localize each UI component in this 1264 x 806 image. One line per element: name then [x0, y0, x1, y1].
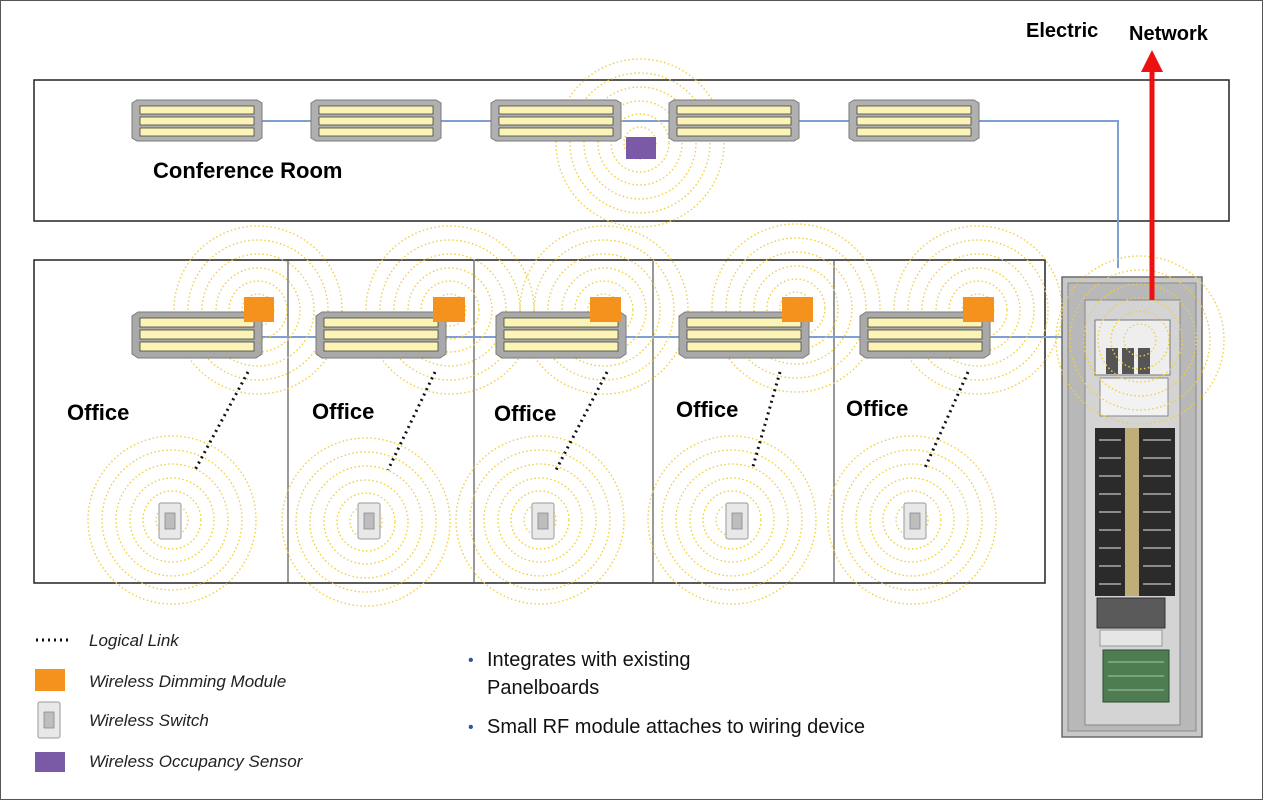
occupancy-sensor	[626, 137, 656, 159]
legend-label: Wireless Occupancy Sensor	[89, 752, 304, 771]
purple-square-icon	[35, 752, 65, 772]
light-fixture	[315, 311, 447, 359]
dimming-module	[244, 297, 274, 322]
conference-wire	[262, 120, 1119, 268]
office-label: Office	[494, 401, 556, 426]
light-fixture	[848, 99, 980, 142]
legend-label: Wireless Switch	[89, 711, 209, 730]
logical-link	[193, 371, 250, 471]
light-fixture	[131, 311, 263, 359]
electric-network-arrow	[1141, 50, 1163, 300]
wireless-switch-icon	[158, 502, 182, 540]
office-label: Office	[676, 397, 738, 422]
dimming-module	[963, 297, 994, 322]
network-label: Network	[1129, 23, 1209, 45]
bullet-text: Panelboards	[487, 677, 599, 699]
bullet-text: Integrates with existing	[487, 649, 690, 671]
logical-link	[386, 371, 437, 471]
legend: Logical Link Wireless Dimming Module Wir…	[35, 631, 304, 772]
office-label: Office	[312, 399, 374, 424]
logical-link	[554, 371, 609, 471]
light-fixture	[490, 99, 622, 142]
office-label: Office	[846, 396, 908, 421]
legend-label: Logical Link	[89, 631, 180, 650]
wireless-switch-icon	[531, 502, 555, 540]
light-fixture	[131, 99, 263, 142]
panelboard	[1061, 276, 1203, 738]
wireless-switch-icon	[903, 502, 927, 540]
office-label: Office	[67, 400, 129, 425]
logical-link	[750, 371, 782, 471]
orange-square-icon	[35, 669, 65, 691]
light-fixture	[310, 99, 442, 142]
legend-label: Wireless Dimming Module	[89, 672, 286, 691]
bullet-dot-icon: •	[468, 719, 474, 736]
conference-room-box	[33, 79, 1230, 222]
bullet-text: Small RF module attaches to wiring devic…	[487, 716, 865, 738]
logical-link	[922, 371, 970, 471]
dimming-module	[590, 297, 621, 322]
dimming-module	[782, 297, 813, 322]
dimming-module	[433, 297, 465, 322]
electric-label: Electric	[1026, 20, 1098, 42]
bullet-dot-icon: •	[468, 652, 474, 669]
switch-icon	[37, 701, 61, 739]
light-fixture	[668, 99, 800, 142]
wireless-switch-icon	[725, 502, 749, 540]
wireless-switch-icon	[357, 502, 381, 540]
bullet-list: • Integrates with existing Panelboards •…	[468, 649, 865, 738]
conference-room-label: Conference Room	[153, 158, 342, 183]
office-block	[33, 259, 1046, 584]
